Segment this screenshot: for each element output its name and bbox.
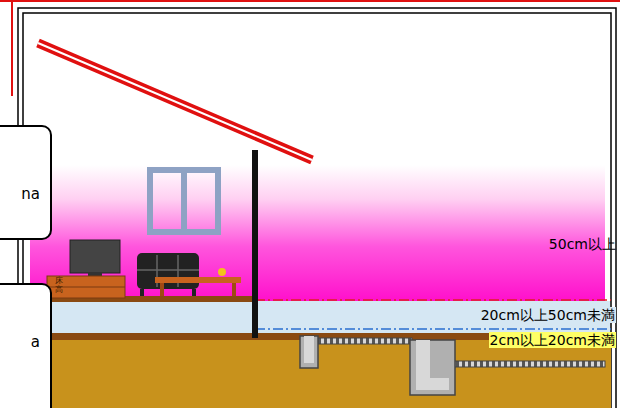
- wall: [252, 150, 258, 338]
- callout-text: na: [21, 185, 40, 203]
- frame: [18, 8, 616, 408]
- roof: [38, 43, 312, 160]
- sofa: [137, 269, 199, 271]
- table: [155, 277, 241, 283]
- pipe: [318, 338, 412, 344]
- level-line-50cm: [255, 299, 611, 301]
- callout-box: a: [0, 283, 52, 408]
- level-label: 2cm以上20cm未満: [489, 332, 616, 348]
- inlet-box: [300, 336, 318, 368]
- pipe: [455, 361, 605, 367]
- frame: [23, 13, 611, 408]
- level-label: 50cm以上: [549, 236, 616, 252]
- sofa: [140, 289, 144, 296]
- sofa: [137, 253, 199, 289]
- table: [232, 283, 236, 296]
- sofa: [192, 289, 196, 296]
- flood-zone-high: [30, 165, 605, 301]
- callout-text: a: [31, 333, 40, 351]
- manhole: [416, 340, 449, 390]
- cup: [218, 268, 226, 276]
- inlet-box: [304, 336, 314, 363]
- floor-height-label: 床高: [55, 277, 63, 295]
- red-border: [0, 0, 620, 2]
- window: [181, 170, 187, 232]
- callout-box: na: [0, 125, 52, 240]
- red-border: [11, 0, 13, 96]
- roof: [38, 43, 312, 160]
- tv-cabinet: [47, 276, 125, 298]
- window: [150, 170, 218, 232]
- table: [160, 283, 164, 296]
- manhole: [410, 340, 455, 395]
- level-label: 20cm以上50cm未満: [480, 307, 616, 323]
- tv: [70, 240, 120, 273]
- level-line-20cm: [255, 328, 611, 330]
